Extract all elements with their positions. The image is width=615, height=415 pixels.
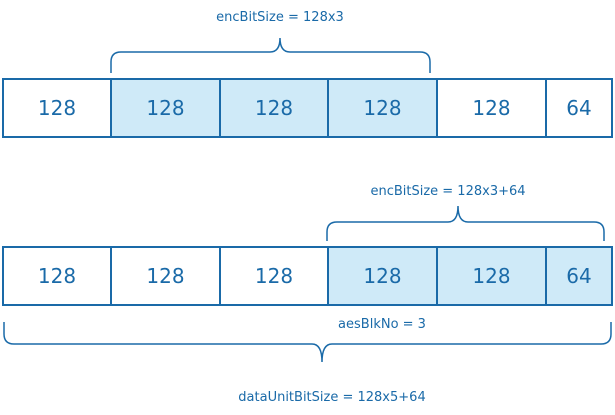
row-1-cells: 128 128 128 128 128 64	[2, 78, 613, 138]
row-1-encbitsize-label: encBitSize = 128x3	[216, 10, 344, 25]
row-2-cell-3-label: 128	[255, 264, 293, 288]
dataunitbitsize-label: dataUnitBitSize = 128x5+64	[238, 390, 425, 405]
row-1-cell-5	[436, 78, 547, 138]
row-1-cell-1-label: 128	[38, 96, 76, 120]
row-2-cell-6	[545, 246, 613, 306]
row-1-cell-6	[545, 78, 613, 138]
row-1-cell-2-label: 128	[146, 96, 184, 120]
row-1: 128 128 128 128 128 64 encBitSize = 128x…	[2, 10, 613, 138]
row-2-encbitsize-brace	[326, 205, 605, 241]
row-2-cell-1-label: 128	[38, 264, 76, 288]
row-2-encbitsize-label: encBitSize = 128x3+64	[370, 184, 525, 199]
row-2-cell-5-label: 128	[472, 264, 510, 288]
row-1-cell-1	[2, 78, 112, 138]
row-2-cell-3	[219, 246, 329, 306]
row-2-cells: 128 128 128 128 128 64	[2, 246, 613, 306]
row-2-cell-6-label: 64	[566, 264, 591, 288]
aesblkno-label: aesBlkNo = 3	[338, 317, 426, 332]
row-1-cell-6-label: 64	[566, 96, 591, 120]
row-1-encbitsize-brace	[110, 37, 431, 73]
row-1-cell-3	[219, 78, 329, 138]
datauniBitsize-brace	[3, 322, 612, 363]
row-2-cell-2	[110, 246, 221, 306]
row-2-cell-1	[2, 246, 112, 306]
row-1-cell-3-label: 128	[255, 96, 293, 120]
row-1-cell-2	[110, 78, 221, 138]
row-2: encBitSize = 128x3+64 128 128 128 128 12…	[2, 184, 613, 405]
row-2-cell-4-label: 128	[363, 264, 401, 288]
row-1-cell-4-label: 128	[363, 96, 401, 120]
row-2-cell-2-label: 128	[146, 264, 184, 288]
row-1-cell-5-label: 128	[472, 96, 510, 120]
row-2-cell-4	[327, 246, 438, 306]
